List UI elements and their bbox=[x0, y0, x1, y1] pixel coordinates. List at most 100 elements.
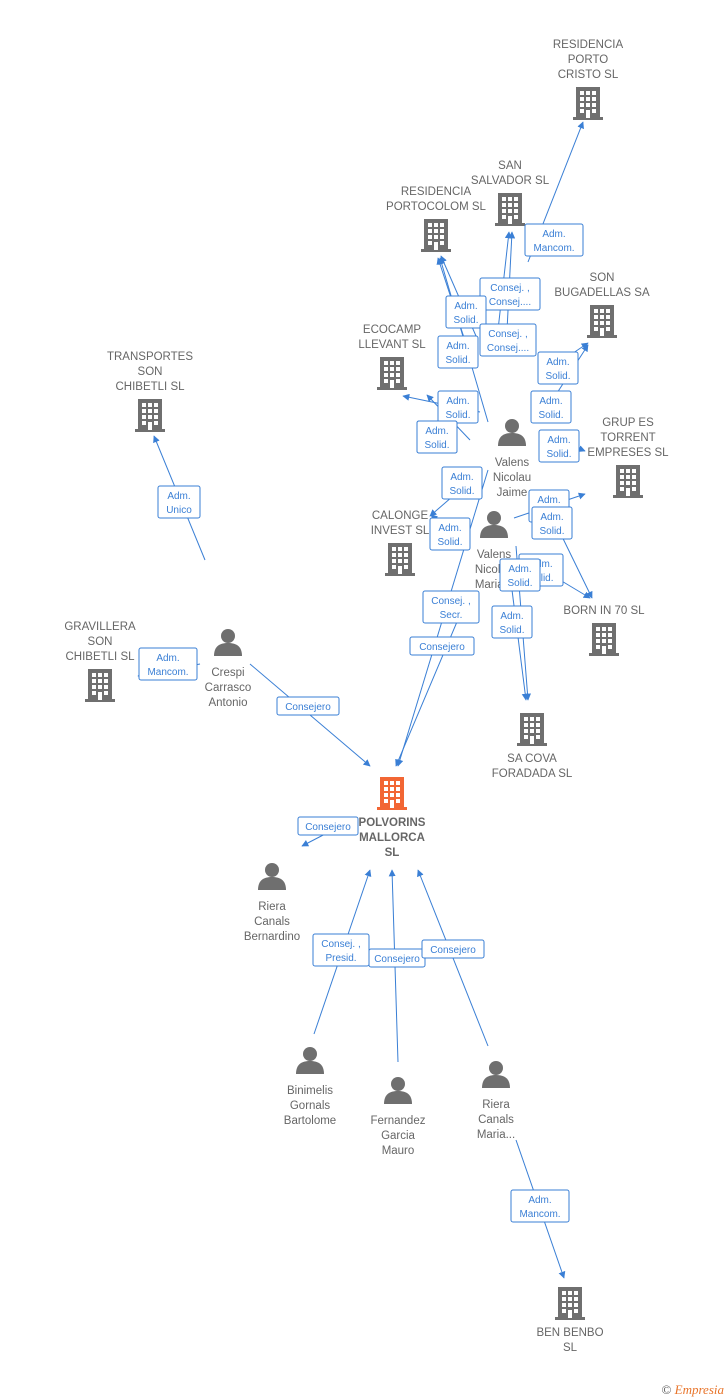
node-label: Valens bbox=[495, 457, 530, 469]
building-icon bbox=[421, 219, 451, 252]
company-node-grup-es-torrent[interactable]: GRUP ES TORRENT EMPRESES SL bbox=[587, 417, 669, 498]
node-label: SON bbox=[88, 636, 113, 648]
edge-label-box[interactable]: Consejero bbox=[368, 948, 426, 968]
person-node-riera-maria[interactable]: RieraCanalsMaria... bbox=[477, 1061, 515, 1141]
node-label: TORRENT bbox=[600, 432, 655, 444]
edge-label-box[interactable]: Consej. ,Secr. bbox=[422, 590, 480, 624]
edge-label-text: Adm. bbox=[542, 229, 565, 240]
edge-label-box[interactable]: Adm.Solid. bbox=[538, 429, 580, 463]
edge-label-text: Mancom. bbox=[533, 243, 574, 254]
edge-label-box[interactable]: Adm.Solid. bbox=[437, 335, 479, 369]
node-label: Carrasco bbox=[205, 682, 252, 694]
edge-label-text: Solid. bbox=[453, 315, 478, 326]
building-icon bbox=[85, 669, 115, 702]
node-label: SON bbox=[138, 366, 163, 378]
node-label: FORADADA SL bbox=[492, 768, 573, 780]
node-label: EMPRESES SL bbox=[587, 447, 669, 459]
node-label: Fernandez bbox=[371, 1115, 426, 1127]
edge-labels-layer: Adm.Mancom.Consej. ,Consej....Adm.Solid.… bbox=[138, 223, 584, 1223]
node-label: SON bbox=[590, 272, 615, 284]
node-label: Bartolome bbox=[284, 1115, 336, 1127]
edge-label-box[interactable]: Consej. ,Consej.... bbox=[479, 277, 541, 311]
edge-label-box[interactable]: Consejero bbox=[421, 939, 485, 959]
person-icon bbox=[258, 863, 286, 890]
company-node-born-in-70[interactable]: BORN IN 70 SL bbox=[563, 605, 645, 656]
edge-label-box[interactable]: Adm.Solid. bbox=[445, 295, 487, 329]
edge-label-box[interactable]: Consej. , Presid. bbox=[312, 933, 370, 967]
edge-label-text: Consejero bbox=[374, 954, 420, 965]
edge-label-box[interactable]: Adm.Unico bbox=[157, 485, 201, 519]
edge-label-box[interactable]: Consejero bbox=[297, 816, 359, 836]
edge-label-box[interactable]: Adm.Solid. bbox=[437, 390, 479, 424]
brand-logo[interactable]: Empresia bbox=[674, 1382, 724, 1397]
node-label: CALONGE bbox=[372, 510, 429, 522]
node-label: BEN BENBO bbox=[536, 1327, 603, 1339]
node-label: Binimelis bbox=[287, 1085, 333, 1097]
edge-label-box[interactable]: Adm.Solid. bbox=[499, 558, 541, 592]
node-label: SL bbox=[563, 1342, 578, 1354]
edge-label-text: Solid. bbox=[499, 625, 524, 636]
edge-label-box[interactable]: Consejero bbox=[409, 636, 475, 656]
building-icon bbox=[613, 465, 643, 498]
edge-label-text: Solid. bbox=[545, 371, 570, 382]
edge-label-text: Secr. bbox=[440, 610, 463, 621]
company-node-son-bugadellas[interactable]: SON BUGADELLAS SA bbox=[554, 272, 650, 338]
edge-label-text: Adm. bbox=[167, 491, 190, 502]
node-label: Canals bbox=[254, 916, 290, 928]
edge-label-box[interactable]: Adm.Mancom. bbox=[510, 1189, 570, 1223]
edge-label-box[interactable]: Adm.Mancom. bbox=[138, 647, 198, 681]
edge-label-box[interactable]: Consejero bbox=[276, 696, 340, 716]
node-label: Mauro bbox=[382, 1145, 415, 1157]
edge-label-text: Solid. bbox=[546, 449, 571, 460]
building-icon bbox=[377, 357, 407, 390]
edge-label-text: Adm. bbox=[438, 523, 461, 534]
person-icon bbox=[482, 1061, 510, 1088]
person-node-valens-maria[interactable]: ValensNicolauMaria... bbox=[475, 511, 513, 591]
edge-label-text: Consejero bbox=[285, 702, 331, 713]
edge-label-box[interactable]: Consej. ,Consej.... bbox=[479, 323, 537, 357]
node-label: LLEVANT SL bbox=[358, 339, 426, 351]
edge-label-text: Presid. bbox=[325, 953, 356, 964]
node-label: Gornals bbox=[290, 1100, 331, 1112]
building-icon bbox=[589, 623, 619, 656]
edge-label-box[interactable]: Adm.Solid. bbox=[537, 351, 579, 385]
edge-label-box[interactable]: Adm.Solid. bbox=[416, 420, 458, 454]
edge-label-text: Consej. , bbox=[321, 939, 360, 950]
node-label: Antonio bbox=[208, 697, 247, 709]
building-icon bbox=[135, 399, 165, 432]
edge-label-text: Solid. bbox=[449, 486, 474, 497]
person-icon bbox=[498, 419, 526, 446]
edge-label-box[interactable]: Adm.Solid. bbox=[491, 605, 533, 639]
node-label: BUGADELLAS SA bbox=[554, 287, 650, 299]
edge-label-box[interactable]: Adm.Solid. bbox=[530, 390, 572, 424]
building-icon bbox=[573, 87, 603, 120]
node-label: Garcia bbox=[381, 1130, 415, 1142]
node-label: Jaime bbox=[497, 487, 528, 499]
building-icon bbox=[385, 543, 415, 576]
node-label: GRUP ES bbox=[602, 417, 654, 429]
edge-label-box[interactable]: Adm. Mancom. bbox=[524, 223, 584, 257]
node-label: Maria... bbox=[477, 1129, 515, 1141]
company-node-ben-benbo[interactable]: BEN BENBO SL bbox=[536, 1287, 604, 1354]
edge-label-box[interactable]: Adm.Solid. bbox=[429, 517, 471, 551]
edge-label-text: Mancom. bbox=[519, 1209, 560, 1220]
node-label: Crespi bbox=[211, 667, 244, 679]
building-icon bbox=[587, 305, 617, 338]
edge-label-box[interactable]: Adm.Solid. bbox=[441, 466, 483, 500]
node-label: Canals bbox=[478, 1114, 514, 1126]
edge-label-box[interactable]: Adm.Solid. bbox=[531, 506, 573, 540]
